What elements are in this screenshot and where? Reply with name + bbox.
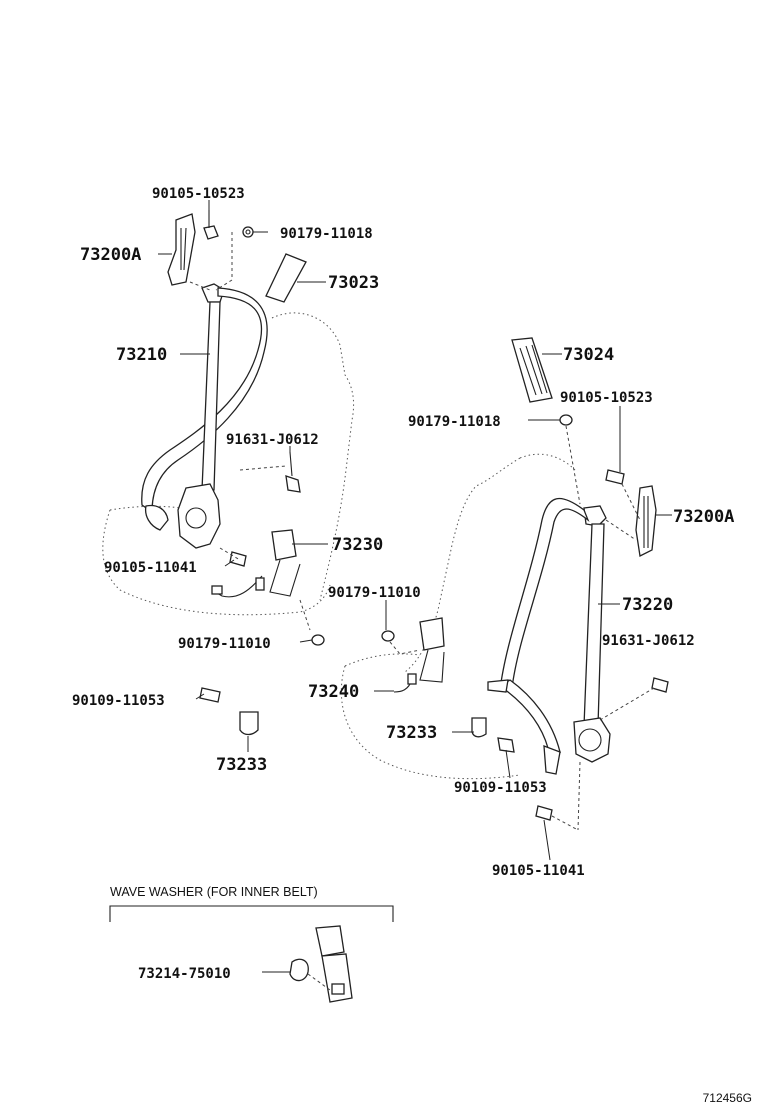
label-90105-11041-left: 90105-11041 [104,560,197,576]
label-73023: 73023 [328,273,379,293]
right-belt-assembly [381,337,669,831]
label-73240: 73240 [308,682,359,702]
label-90105-10523-left: 90105-10523 [152,186,245,202]
label-73230: 73230 [332,535,383,555]
label-73233-right: 73233 [386,723,437,743]
label-90105-11041-right: 90105-11041 [492,863,585,879]
label-91631-J0612-left: 91631-J0612 [226,432,319,448]
label-90179-11010-right: 90179-11010 [328,585,421,601]
label-90109-11053-right: 90109-11053 [454,780,547,796]
label-73220: 73220 [622,595,673,615]
left-seat-outline [102,312,355,616]
label-73214-75010: 73214-75010 [138,966,231,982]
wave-washer-section: WAVE WASHER (FOR INNER BELT) [109,885,394,1003]
label-73233-left: 73233 [216,755,267,775]
wave-washer-note: WAVE WASHER (FOR INNER BELT) [110,885,318,899]
left-belt-assembly [141,210,325,736]
label-90179-11018-right: 90179-11018 [408,414,501,430]
label-90179-11010-left: 90179-11010 [178,636,271,652]
label-90105-10523-right: 90105-10523 [560,390,653,406]
label-90179-11018-left: 90179-11018 [280,226,373,242]
label-73200A-left: 73200A [80,245,141,265]
right-seat-outline [340,453,576,780]
label-90109-11053-left: 90109-11053 [72,693,165,709]
part-labels: 90105-10523 90179-11018 73200A 73023 732… [72,186,734,982]
label-73210: 73210 [116,345,167,365]
label-73200A-right: 73200A [673,507,734,527]
figure-id: 712456G [703,1091,752,1105]
label-91631-J0612-right: 91631-J0612 [602,633,695,649]
leader-lines [158,200,672,973]
label-73024: 73024 [563,345,614,365]
